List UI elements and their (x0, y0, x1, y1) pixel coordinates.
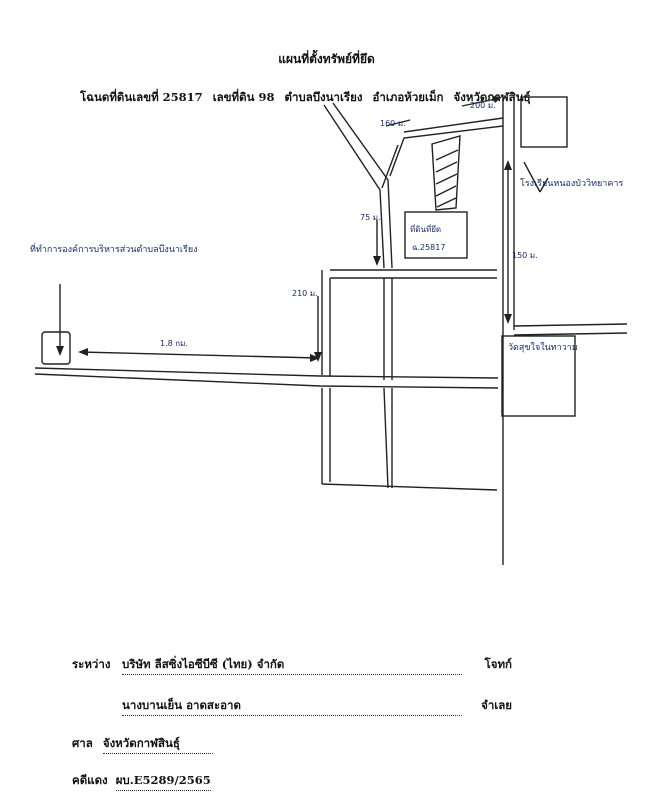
arrowhead (504, 160, 512, 170)
diagonal-road-west-edge (323, 104, 385, 269)
north-road-south-edge (389, 125, 504, 177)
defendant-name: นางบานเย็น อาดสะอาด (122, 697, 462, 716)
distance-18km-line (79, 351, 319, 359)
arrowhead (373, 256, 381, 266)
province: จังหวัดกาฬสินธุ์ (453, 90, 531, 104)
distance-200m-label: 200 ม. (470, 101, 496, 110)
plot-line (321, 483, 498, 491)
north-road-north-edge (403, 117, 504, 133)
office-building (41, 331, 71, 365)
between-label: ระหว่าง (72, 657, 111, 671)
distance-150m-label: 150 ม. (512, 251, 538, 260)
office-label-line1: ที่ทำการองค์การบริหารส่วนตำบลบึงนาเรียง (30, 242, 198, 255)
deed-number: โฉนดที่ดินเลขที่ 25817 (80, 90, 203, 104)
seized-land-label-box (404, 211, 468, 259)
distance-210m-label: 210 ม. (292, 289, 318, 298)
page-title: แผนที่ตั้งทรัพย์ที่ยึด (278, 52, 375, 66)
temple-building (501, 335, 576, 417)
court-name: จังหวัดกาฬสินธุ์ (102, 735, 213, 754)
plaintiff-name: บริษัท ลีสซิ่งไอซีบีซี (ไทย) จำกัด (122, 656, 462, 675)
district: อำเภอห้วยเม็ก (372, 90, 444, 104)
arrowhead (78, 348, 88, 356)
north-road-link (381, 144, 399, 189)
arrowhead (310, 354, 320, 362)
diagonal-road-east-edge (332, 102, 393, 269)
land-number: เลขที่ดิน 98 (212, 90, 275, 104)
seized-land-label: ที่ดินที่ยึด (410, 223, 441, 234)
east-road-north-edge (513, 323, 628, 327)
subdistrict: ตำบลบึงนาเรียง (284, 90, 363, 104)
between-row: ระหว่าง (72, 656, 110, 674)
distance-75m-label: 75 ม. (360, 213, 381, 222)
arrowhead (492, 96, 502, 103)
school-building (520, 96, 568, 148)
plaintiff-role: โจทก์ (484, 657, 512, 671)
plot-line (383, 387, 389, 489)
case-row: คดีแดง ผบ.E5289/2565 (72, 772, 211, 791)
arrowhead (56, 346, 64, 356)
plaintiff-row: บริษัท ลีสซิ่งไอซีบีซี (ไทย) จำกัด โจทก์ (122, 656, 512, 675)
distance-18km-label: 1.8 กม. (160, 339, 188, 348)
distance-160m-line (385, 119, 411, 127)
arrowhead (504, 314, 512, 324)
seized-land-hatch (435, 149, 459, 208)
deed-info-line: โฉนดที่ดินเลขที่ 25817 เลขที่ดิน 98 ตำบล… (80, 89, 537, 107)
defendant-row: นางบานเย็น อาดสะอาด จำเลย (122, 697, 512, 716)
case-label: คดีแดง (72, 773, 108, 787)
seized-land-parcel (431, 135, 461, 211)
defendant-role: จำเลย (481, 698, 512, 712)
seized-deed-label: ฉ.25817 (412, 243, 445, 252)
main-road-south-edge (34, 373, 499, 389)
main-road-north-edge (34, 367, 499, 379)
arrowhead (314, 352, 322, 362)
school-pointer-line (539, 177, 549, 193)
court-label: ศาล (72, 736, 93, 750)
court-row: ศาล จังหวัดกาฬสินธุ์ (72, 735, 213, 754)
school-label: โรงเรียนหนองบัววิทยาคาร (520, 178, 623, 189)
school-pointer-line (523, 161, 541, 193)
case-number: ผบ.E5289/2565 (115, 772, 211, 791)
distance-160m-label: 160 ม. (380, 119, 406, 128)
temple-label: วัดสุขใจในทาวาม (508, 342, 578, 353)
east-road-south-edge (513, 332, 628, 336)
